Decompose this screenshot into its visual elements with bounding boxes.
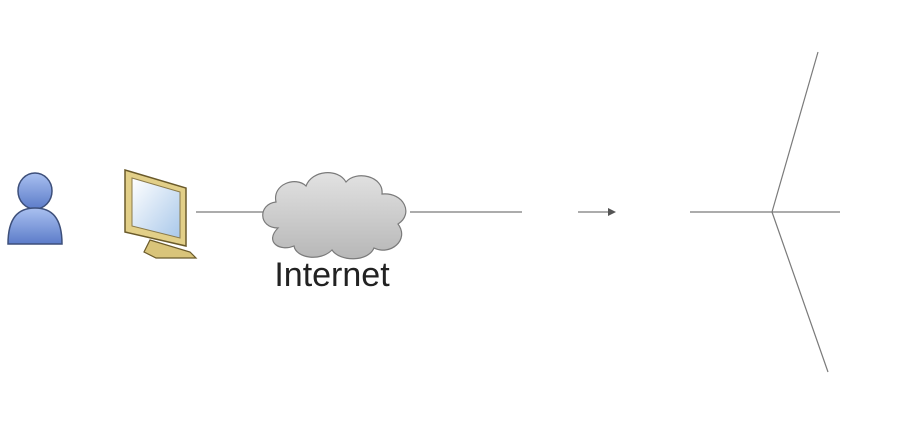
user-icon — [7, 172, 63, 245]
connections — [196, 51, 840, 373]
edge-hub-laptop — [771, 51, 819, 213]
internet-label: Internet — [274, 256, 390, 294]
edge-hub-printer — [771, 211, 829, 373]
cloud-icon — [262, 172, 407, 260]
arrow-head-icon — [608, 208, 616, 216]
monitor-icon — [124, 168, 198, 259]
